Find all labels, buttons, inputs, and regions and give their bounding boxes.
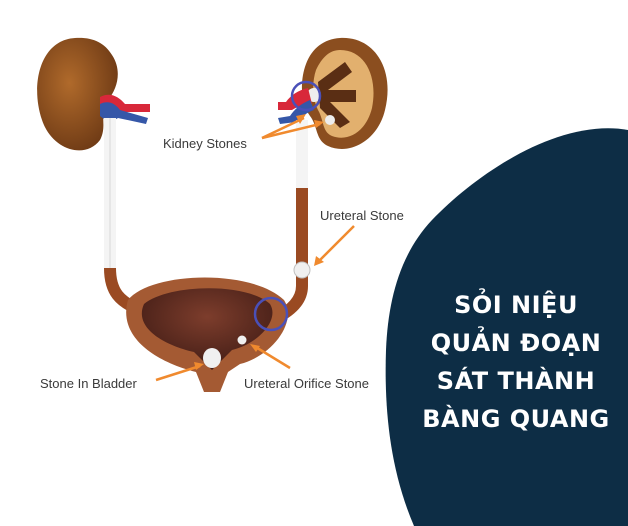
kidney-stones-label: Kidney Stones — [163, 136, 247, 151]
title-line-4: BÀNG QUANG — [422, 405, 610, 433]
bladder — [126, 277, 289, 392]
ureteral-stone-label: Ureteral Stone — [320, 208, 404, 223]
title-line-3: SÁT THÀNH — [436, 367, 596, 395]
title-line-2: QUẢN ĐOẠN — [430, 329, 602, 357]
title-line-1: SỎI NIỆU — [454, 291, 578, 319]
left-kidney — [37, 37, 150, 151]
page-title: SỎI NIỆU QUẢN ĐOẠN SÁT THÀNH BÀNG QUANG — [398, 286, 628, 438]
orifice-highlight-circle — [253, 296, 289, 332]
ureteral-orifice-stone-label: Ureteral Orifice Stone — [244, 376, 369, 391]
stone-in-bladder-label: Stone In Bladder — [40, 376, 137, 391]
right-kidney — [278, 37, 388, 149]
ureteral-stone — [293, 261, 311, 279]
label-arrows — [155, 114, 355, 382]
